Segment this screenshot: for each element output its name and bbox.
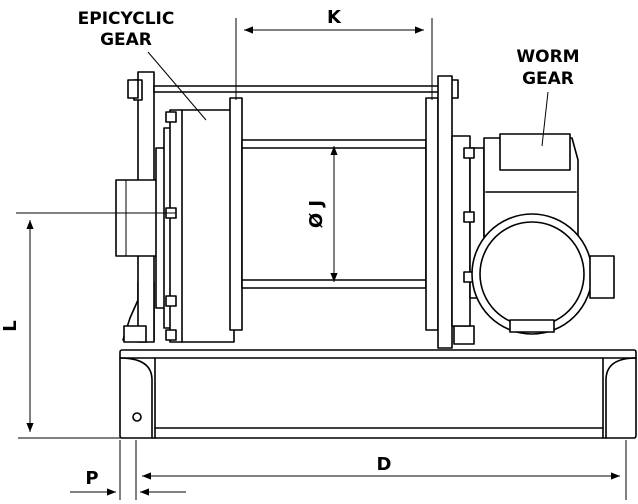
dimension-p-label: P (85, 468, 98, 489)
dimension-k-label: K (327, 7, 342, 28)
epicyclic-label-line1: EPICYCLIC (78, 9, 175, 29)
worm-label-line2: GEAR (522, 69, 574, 89)
epicyclic-label-line2: GEAR (100, 30, 152, 50)
right-support-bracket (437, 75, 485, 349)
dimension-l: L (0, 212, 176, 439)
worm-gear-assembly (471, 133, 615, 335)
worm-gear-callout: WORM GEAR (516, 47, 580, 147)
epicyclic-gear-callout: EPICYCLIC GEAR (78, 9, 207, 121)
bolt-hole (132, 412, 142, 422)
dimension-j-label: Ø J (306, 200, 327, 228)
dimension-d-label: D (377, 454, 392, 475)
worm-motor-outer (471, 213, 593, 335)
dimension-d: D (135, 440, 627, 500)
input-shaft (115, 179, 159, 257)
top-tie-bar (127, 79, 459, 99)
base-frame (119, 349, 637, 439)
left-support-bracket (122, 71, 155, 343)
dimension-l-label: L (0, 320, 21, 331)
dimension-k: K (235, 7, 433, 100)
worm-label-line1: WORM (516, 47, 579, 67)
dimension-p: P (70, 440, 186, 500)
dimension-j: Ø J (306, 146, 338, 282)
epicyclic-gear-housing (155, 109, 235, 343)
